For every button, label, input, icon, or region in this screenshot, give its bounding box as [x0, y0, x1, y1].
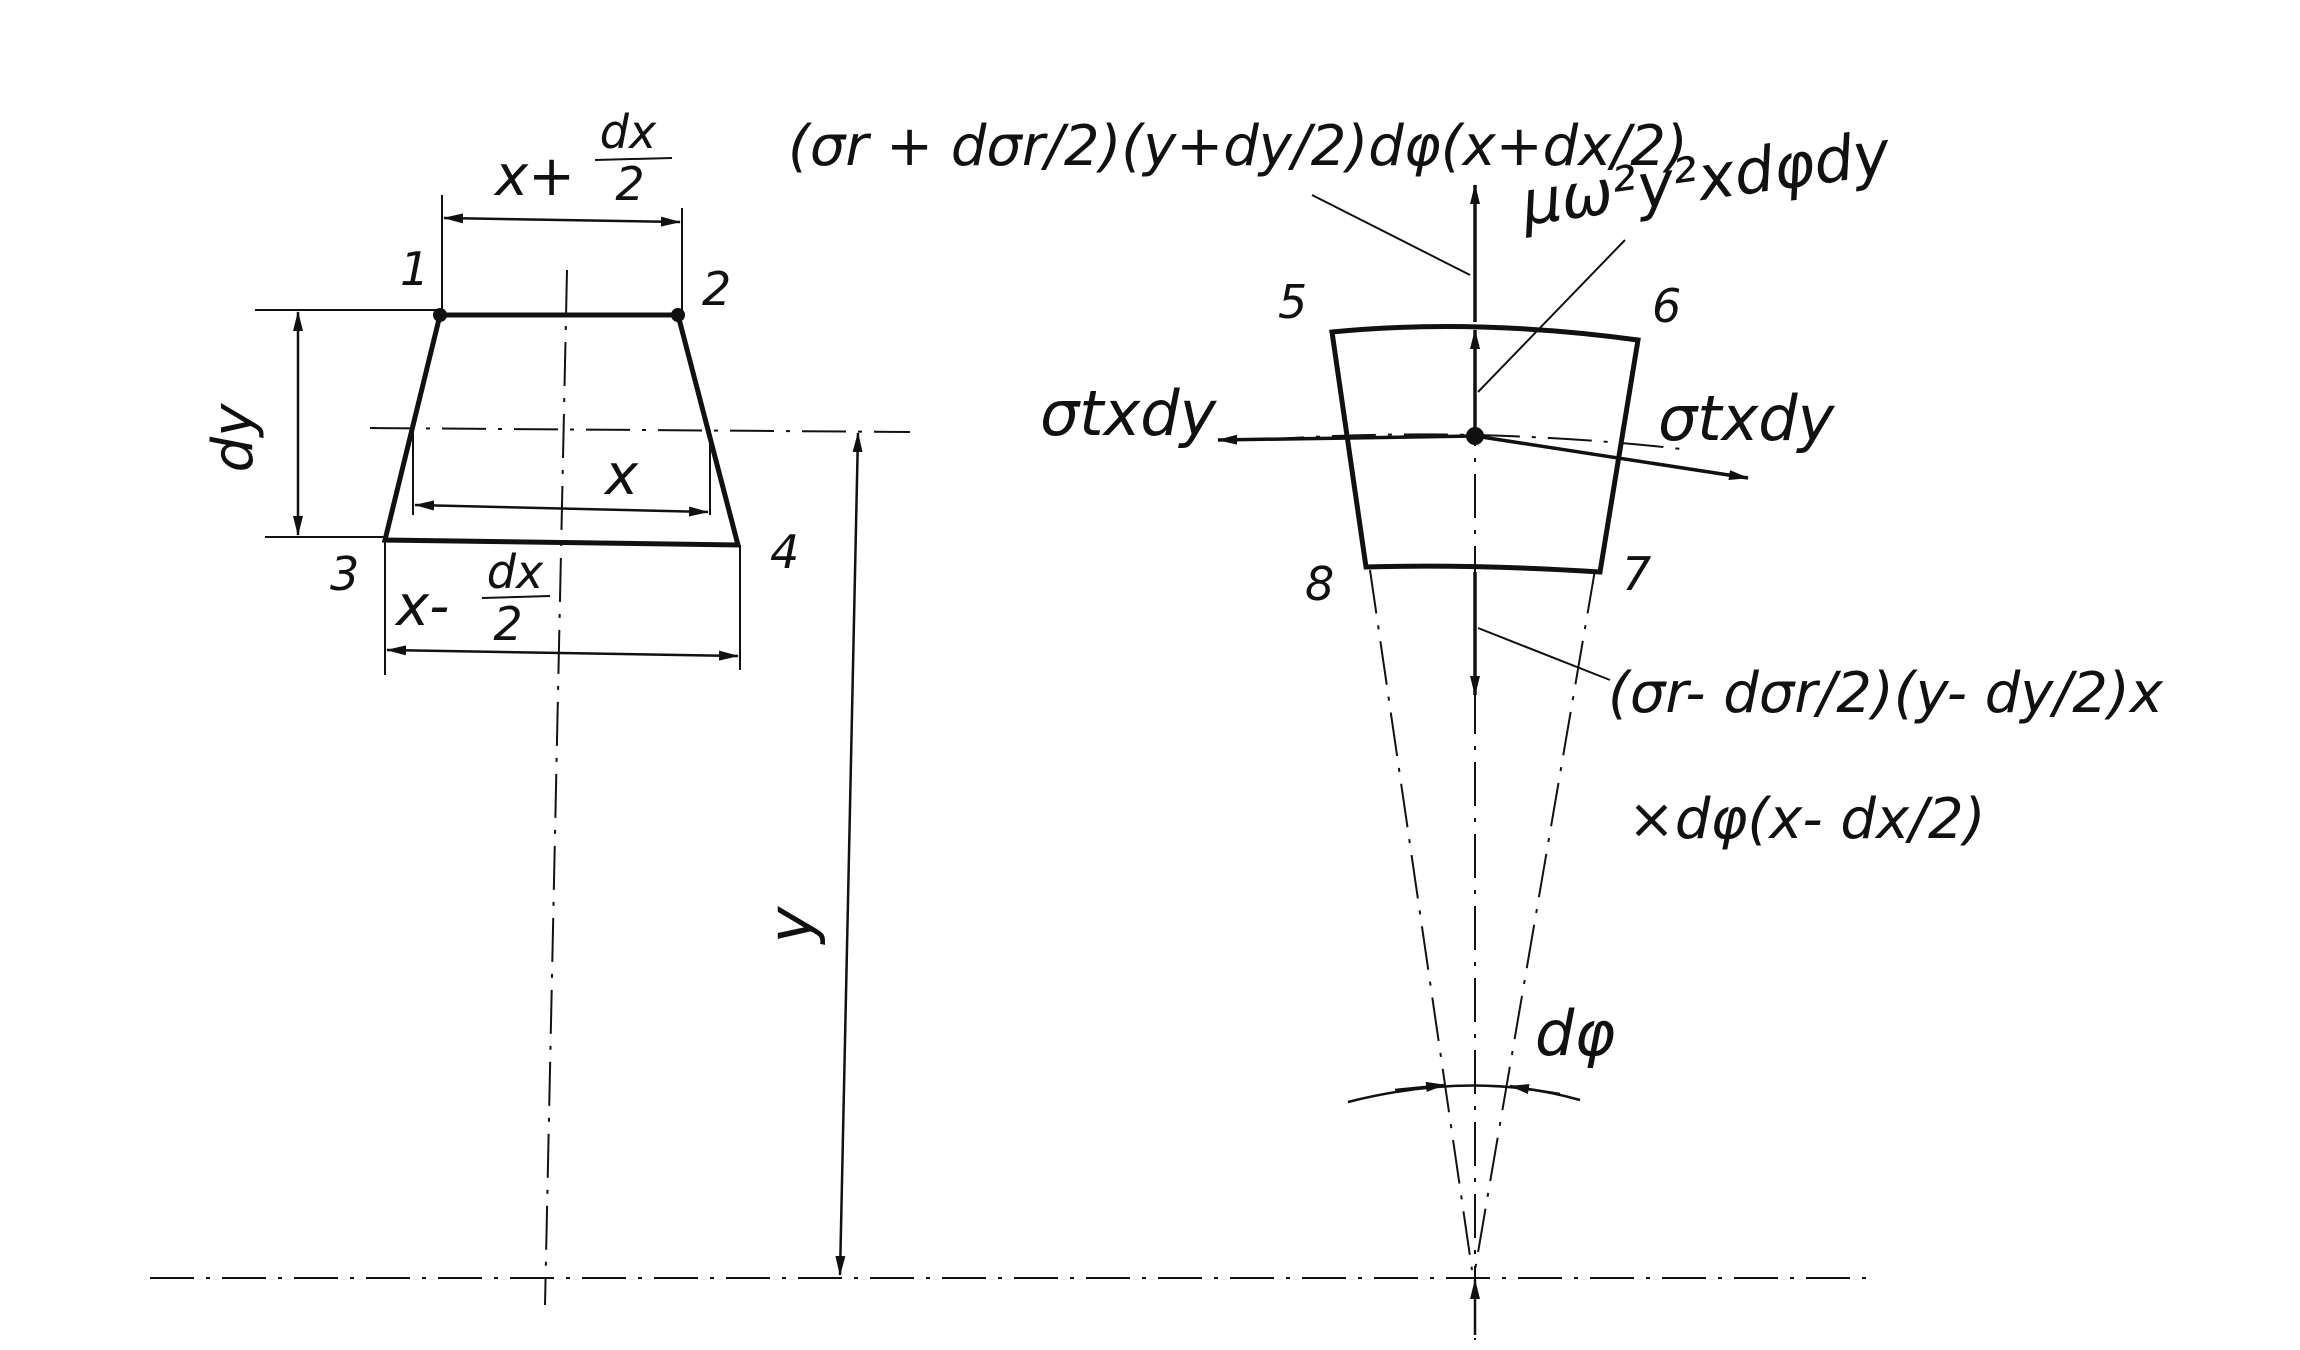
- svg-text:dx: dx: [600, 105, 657, 159]
- radius-label: y: [754, 905, 827, 945]
- corner-point-2: [671, 308, 685, 322]
- inner-force-label-line1: (σr- dσr/2)(y- dy/2)x: [1608, 661, 2164, 726]
- corner-label-1: 1: [400, 242, 429, 296]
- bottom-width-label: x- dx 2: [394, 545, 551, 651]
- angle-label: dφ: [1535, 997, 1615, 1070]
- tangential-force-label-left: σtxdy: [1040, 377, 1218, 450]
- left-mid-axis: [369, 427, 911, 433]
- corner-point-1: [433, 308, 447, 322]
- left-cross-section: x+ dx 2 x- dx 2 x dy y 1 2 3 4: [201, 105, 911, 1306]
- corner-label-8: 8: [1305, 557, 1334, 611]
- left-trapezoid-outline: [381, 312, 742, 548]
- radius-dimension: [835, 432, 863, 1276]
- sector-ray-left: [1369, 569, 1473, 1271]
- sector-ray-right: [1474, 569, 1596, 1271]
- left-center-axis: [544, 269, 568, 1306]
- outer-force-label: (σr + dσr/2)(y+dy/2)dφ(x+dx/2): [788, 114, 1688, 179]
- svg-text:dx: dx: [487, 545, 544, 599]
- top-width-dimension: [443, 213, 681, 227]
- sector-center-point: [1466, 427, 1484, 445]
- middle-width-label: x: [603, 443, 639, 508]
- height-label: dy: [201, 403, 266, 473]
- svg-text:2: 2: [493, 597, 522, 651]
- svg-text:2: 2: [615, 157, 644, 211]
- svg-text:x-: x-: [394, 574, 449, 639]
- bottom-width-dimension: [386, 645, 739, 661]
- outer-force-leader: [1311, 194, 1471, 276]
- corner-label-2: 2: [702, 262, 731, 316]
- inner-force-label-line2: ×dφ(x- dx/2): [1628, 787, 1985, 852]
- top-width-label: x+ dx 2: [493, 105, 673, 211]
- corner-label-6: 6: [1652, 279, 1681, 333]
- inner-force-leader: [1477, 627, 1611, 681]
- corner-label-5: 5: [1278, 275, 1307, 329]
- corner-label-4: 4: [770, 525, 799, 579]
- right-sector-element: 5 6 7 8 (σr + dσr/2)(y+dy/2)dφ(x+dx/2) μ…: [788, 114, 2164, 1340]
- angle-arrow-right: [1509, 1084, 1561, 1096]
- tangential-force-arrow-left: [1217, 434, 1476, 445]
- corner-label-3: 3: [330, 547, 359, 601]
- tangential-force-label-right: σtxdy: [1658, 382, 1836, 455]
- right-mid-arc: [1259, 433, 1691, 451]
- svg-text:x+: x+: [493, 144, 575, 209]
- sector-outline: [1329, 324, 1641, 575]
- body-force-leader: [1477, 239, 1626, 393]
- angle-arrow-left: [1394, 1081, 1446, 1092]
- angle-arc: [1347, 1084, 1581, 1104]
- tangential-force-arrow-right: [1474, 434, 1749, 481]
- middle-width-dimension: [414, 500, 709, 517]
- corner-label-7: 7: [1622, 547, 1651, 601]
